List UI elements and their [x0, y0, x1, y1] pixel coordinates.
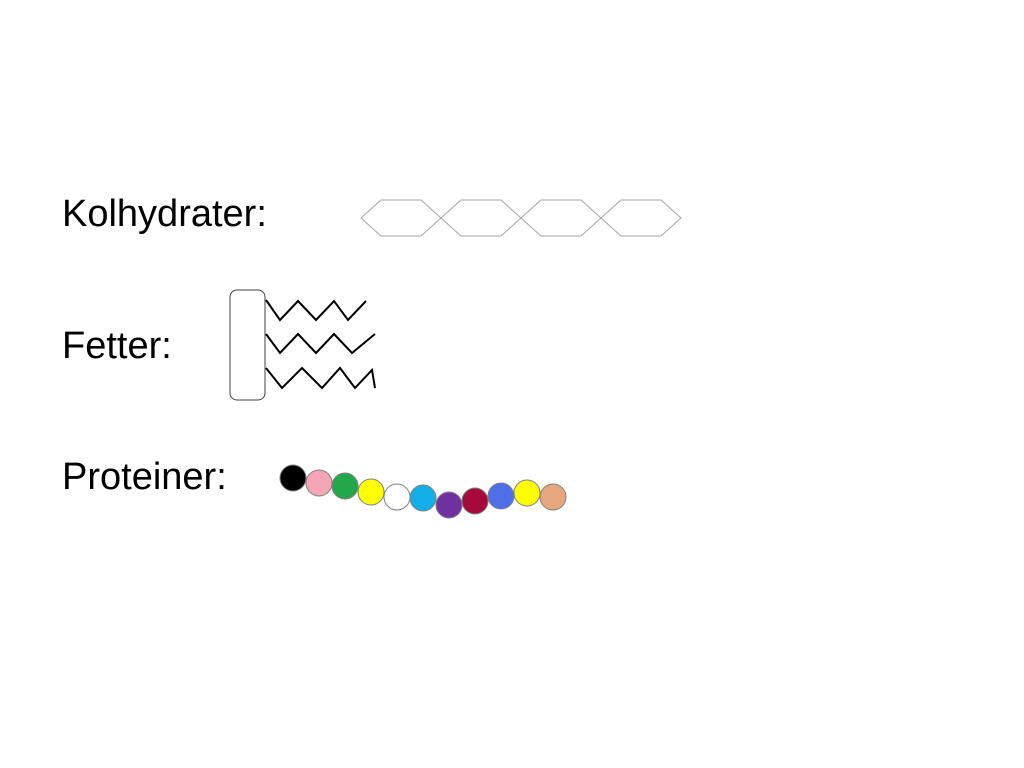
fat-molecule: [229, 289, 376, 401]
sugar-unit: [520, 199, 602, 237]
glycerol-head: [229, 289, 266, 401]
amino-acid-bead: [513, 479, 541, 507]
fatty-acid-chain: [265, 332, 376, 355]
sugar-unit: [360, 199, 442, 237]
carbohydrate-chain: [360, 199, 682, 237]
label-carbohydrates: Kolhydrater:: [62, 193, 267, 235]
fatty-acid-chain: [265, 299, 367, 322]
amino-acid-bead: [331, 472, 359, 500]
fatty-acid-chain: [265, 366, 376, 390]
sugar-unit: [600, 199, 682, 237]
amino-acid-bead: [383, 483, 411, 511]
label-fats: Fetter:: [62, 325, 172, 367]
label-proteins: Proteiner:: [62, 456, 227, 498]
amino-acid-bead: [357, 478, 385, 506]
amino-acid-bead: [305, 469, 333, 497]
amino-acid-bead: [409, 484, 437, 512]
amino-acid-bead: [487, 482, 515, 510]
protein-chain: [279, 464, 567, 519]
amino-acid-bead: [435, 491, 463, 519]
sugar-unit: [440, 199, 522, 237]
amino-acid-bead: [461, 487, 489, 515]
amino-acid-bead: [279, 464, 307, 492]
amino-acid-bead: [539, 483, 567, 511]
